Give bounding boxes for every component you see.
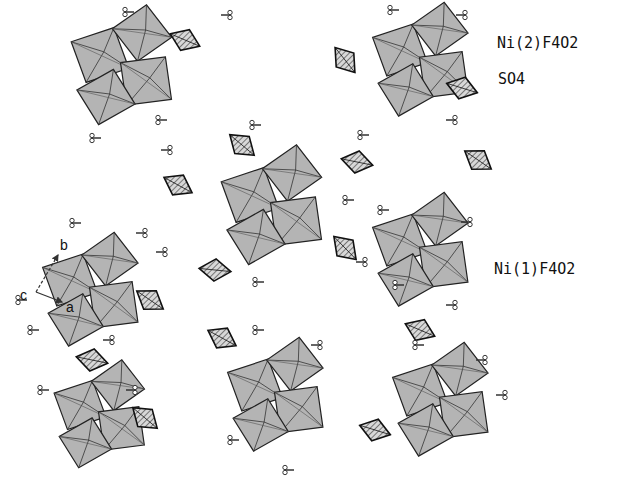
so4-tetrahedron xyxy=(334,237,356,260)
hydrogen-atom xyxy=(156,115,167,124)
nif4o2-octahedron xyxy=(112,5,171,61)
so4-tetrahedron xyxy=(405,320,434,341)
hydrogen-atom xyxy=(250,120,261,129)
so4-tetrahedron xyxy=(76,349,107,371)
ni2-label: Ni(2)F4O2 xyxy=(497,36,578,51)
hydrogen-atom xyxy=(461,217,472,226)
hydrogen-atom xyxy=(446,115,457,124)
nif4o2-octahedron xyxy=(412,2,468,56)
hydrogen-atom xyxy=(343,195,354,204)
hydrogen-atom xyxy=(358,130,369,139)
hydrogen-atom xyxy=(161,145,172,154)
nif4o2-octahedron xyxy=(267,337,323,391)
hydrogen-atom xyxy=(388,5,399,14)
hydrogen-atom xyxy=(90,133,101,142)
hydrogen-atom xyxy=(283,465,294,474)
so4-tetrahedron xyxy=(341,151,372,173)
hydrogen-atom xyxy=(253,325,264,334)
hydrogen-atom xyxy=(123,7,134,16)
nif4o2-octahedron xyxy=(233,399,288,451)
hydrogen-atom xyxy=(476,355,487,364)
so4-tetrahedron xyxy=(133,408,157,429)
hydrogen-atom xyxy=(221,10,232,19)
hydrogen-atom xyxy=(228,435,239,444)
nif4o2-octahedron xyxy=(398,404,453,456)
axis-label: c xyxy=(20,288,27,302)
nif4o2-octahedron xyxy=(82,232,138,286)
so4-tetrahedron xyxy=(335,47,355,72)
so4-tetrahedron xyxy=(360,419,391,440)
hydrogen-atom xyxy=(38,385,49,394)
hydrogen-atom xyxy=(393,280,404,289)
axis-arrows xyxy=(36,255,62,302)
nif4o2-octahedron xyxy=(412,192,468,246)
hydrogen-atom xyxy=(70,218,81,227)
so4-tetrahedron xyxy=(170,30,199,51)
nif4o2-octahedron xyxy=(378,64,433,116)
so4-tetrahedron xyxy=(230,135,254,156)
hydrogen-atom xyxy=(378,205,389,214)
hydrogen-atom xyxy=(356,257,367,266)
so4-tetrahedron xyxy=(199,259,231,281)
nif4o2-octahedron xyxy=(432,342,488,396)
so4-tetrahedron xyxy=(137,291,163,309)
nif4o2-octahedron xyxy=(227,209,285,264)
nif4o2-octahedron xyxy=(77,69,135,124)
axis-label: a xyxy=(66,300,74,314)
hydrogen-atom xyxy=(496,390,507,399)
nif4o2-octahedron xyxy=(59,418,111,468)
hydrogen-atom xyxy=(311,340,322,349)
hydrogen-atom xyxy=(126,385,137,394)
so4-tetrahedron xyxy=(208,328,236,348)
nif4o2-octahedron xyxy=(48,294,103,346)
so4-label: SO4 xyxy=(498,72,525,87)
so4-tetrahedron xyxy=(447,77,478,98)
hydrogen-atom xyxy=(28,325,39,334)
axis-label: b xyxy=(60,238,68,252)
hydrogen-atom xyxy=(456,10,467,19)
hydrogen-atom xyxy=(136,228,147,237)
nif4o2-octahedron xyxy=(262,145,321,201)
hydrogen-atom xyxy=(103,335,114,344)
hydrogen-atom xyxy=(253,277,264,286)
ni1-label: Ni(1)F4O2 xyxy=(494,262,575,277)
hydrogen-atom xyxy=(413,340,424,349)
so4-tetrahedron xyxy=(164,175,192,195)
hydrogen-atom xyxy=(446,300,457,309)
hydrogen-atom xyxy=(156,247,167,256)
so4-tetrahedron xyxy=(465,151,491,169)
nif4o2-octahedron xyxy=(378,254,433,306)
